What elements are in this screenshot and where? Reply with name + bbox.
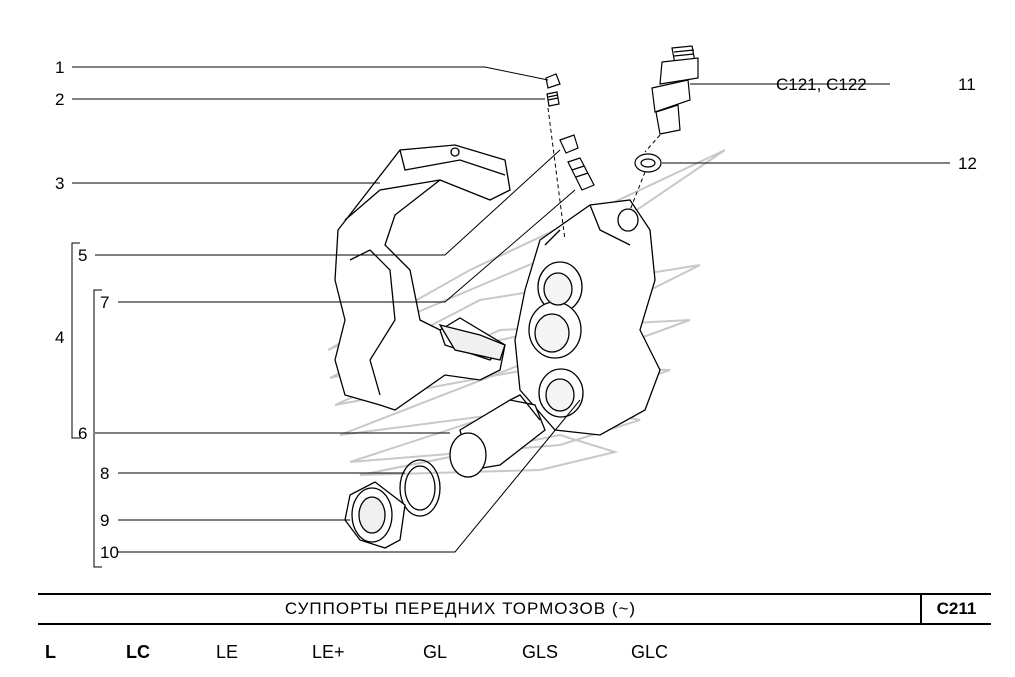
exploded-parts-diagram: 1 2 3 4 5 6 7 8 9 10 11 12 C121, C122 (55, 45, 977, 568)
version-lc[interactable]: LC (126, 642, 150, 662)
version-le[interactable]: LE (216, 642, 239, 662)
seal-ring (399, 459, 441, 517)
version-glc[interactable]: GLC (631, 642, 669, 662)
callout-12: 12 (958, 154, 977, 173)
callout-3: 3 (55, 174, 64, 193)
version-list: L LC LE LE+ GL GLS GLC (0, 642, 1015, 668)
title-bar: СУППОРТЫ ПЕРЕДНИХ ТОРМОЗОВ (~) C211 (38, 593, 991, 625)
bleed-screw (545, 73, 595, 191)
leader-lines (72, 66, 950, 553)
version-gls[interactable]: GLS (522, 642, 559, 662)
title-divider (920, 595, 922, 623)
section-code: C211 (936, 599, 977, 618)
group-brackets (71, 242, 102, 568)
callout-1: 1 (55, 58, 64, 77)
part-codes-label: C121, C122 (776, 75, 867, 94)
version-le-plus[interactable]: LE+ (312, 642, 345, 662)
hose-fitting (634, 45, 699, 173)
callout-4: 4 (55, 328, 64, 347)
dust-boot (344, 481, 406, 549)
callout-5: 5 (78, 246, 87, 265)
piston (449, 394, 546, 478)
version-gl[interactable]: GL (423, 642, 448, 662)
callout-7: 7 (100, 293, 109, 312)
callout-10: 10 (100, 543, 119, 562)
callout-11: 11 (958, 75, 976, 94)
callout-6: 6 (78, 424, 87, 443)
version-l[interactable]: L (45, 642, 56, 662)
caliper-body (514, 199, 661, 436)
page-title: СУППОРТЫ ПЕРЕДНИХ ТОРМОЗОВ (~) (284, 599, 637, 618)
callout-9: 9 (100, 511, 109, 530)
caliper-bracket (334, 144, 511, 411)
callout-2: 2 (55, 90, 64, 109)
callout-8: 8 (100, 464, 109, 483)
